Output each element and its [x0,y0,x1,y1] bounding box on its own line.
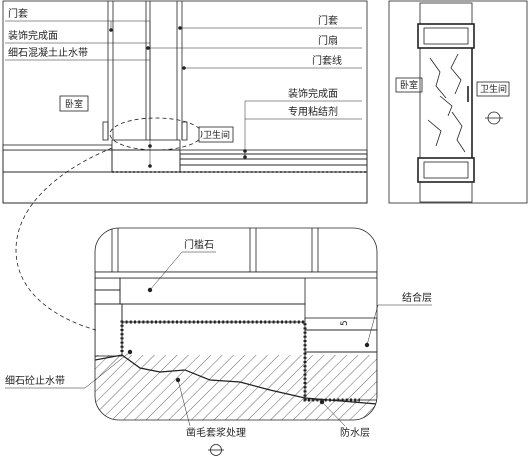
section-panel: 门套 装饰完成面 细石混凝土止水带 门套 门扇 门套线 装饰完成面 专用粘结剂 … [2,0,368,204]
plan-room-tag-bathroom-box [476,81,510,97]
section-marker-plan [485,111,503,125]
stone-vein-1 [429,57,447,99]
detail-dimension-text: 5 [340,320,350,326]
room-tag-bedroom: 卧室 [65,98,83,110]
label-threshold-stone: 门槛石 [184,238,214,251]
leader-dot-door-leaf [146,46,150,50]
door-frame-top-core [423,27,469,45]
detail-panel: 5 门槛石 结合层 细石砼止水带 凿毛套浆处理 防水层 [5,227,432,456]
plan-panel: 卧室 卫生间 [388,0,528,204]
bathroom-bonding-layer [179,158,368,166]
stone-vein-2 [450,53,462,95]
label-waterstop-top: 细石混凝土止水带 [8,46,88,59]
room-tag-bedroom-box [59,95,89,112]
threshold-stone-plan [419,47,473,159]
wall-bottom [419,181,473,203]
leader-dot-casing-trim [182,66,186,70]
plan-panel-frame [388,0,528,204]
bathroom-adhesive-layer [179,153,368,160]
detail-content: 5 [95,228,377,420]
stone-vein-5 [451,111,466,153]
label-waterproof-layer: 防水层 [340,426,370,439]
detail-floor-finish [95,271,377,279]
detail-panel-frame [94,227,378,421]
leader-dot-floor-finish [243,149,247,153]
label-roughening: 凿毛套浆处理 [186,426,246,439]
leader-dot-finish [148,144,152,148]
stone-vein-3 [439,95,453,117]
section-marker-detail [208,444,224,456]
leader-dot-casing-right [178,26,182,30]
waterstop-block [111,149,181,173]
room-tag-bathroom: 卫生间 [203,129,230,141]
detail-bedroom-bonding [95,289,121,305]
detail-threshold-bedding [121,303,306,323]
leader-waterstop [84,351,131,389]
leader-dot-adhesive [243,155,247,159]
casing-trim-right [181,121,188,141]
bedroom-floor-finish [2,144,113,151]
detail-slab [95,355,377,420]
label-adhesive: 专用粘结剂 [288,105,338,118]
door-frame-bottom-core [423,161,469,179]
casing-trim-left [102,121,109,141]
leader-dot-roughening [175,377,181,383]
stone-vein-4 [427,119,442,147]
room-tag-bathroom-box [198,126,234,143]
leader-dot-bonding-layer [364,342,370,348]
leader-dot-casing [109,28,113,32]
leader-dot-waterproof-layer [319,399,325,405]
detail-roughened-interface [95,354,377,405]
detail-bedroom-concrete [95,303,123,357]
bathroom-mortar-bed [179,164,368,173]
label-bonding-layer: 结合层 [402,291,432,304]
structural-slab [2,171,368,204]
detail-callout-ellipse [109,117,203,151]
bedroom-mortar-bed [2,149,113,173]
plan-room-tag-bedroom: 卧室 [400,79,418,91]
leader-dot-waterstop [148,164,152,168]
detail-bathroom-bonding [304,329,377,353]
detail-threshold-stone [119,277,306,305]
label-door-casing-left: 门套 [8,7,28,20]
plan-room-tag-bedroom-box [395,77,423,93]
callout-connector [15,147,113,331]
bathroom-floor-tile [179,149,368,155]
leader-bonding-layer [366,304,379,346]
label-waterstop: 细石砼止水带 [5,374,65,387]
leader-dot-threshold-stone [147,287,153,293]
plan-room-tag-bathroom: 卫生间 [480,83,507,95]
label-casing-trim: 门套线 [312,54,342,67]
wall-top [419,2,473,25]
leader-dot-waterstop-detail [127,349,133,355]
label-finish-surface-left: 装饰完成面 [8,29,58,42]
detail-bathroom-concrete [304,351,377,401]
label-door-casing-right: 门套 [318,14,338,27]
detail-bedroom-mortar [95,277,121,291]
leader-threshold-stone [149,251,183,291]
leader-waterproof-layer [321,401,346,427]
label-door-leaf: 门扇 [318,34,338,47]
label-finish-surface-right: 装饰完成面 [288,87,338,100]
leader-roughening [177,379,191,427]
